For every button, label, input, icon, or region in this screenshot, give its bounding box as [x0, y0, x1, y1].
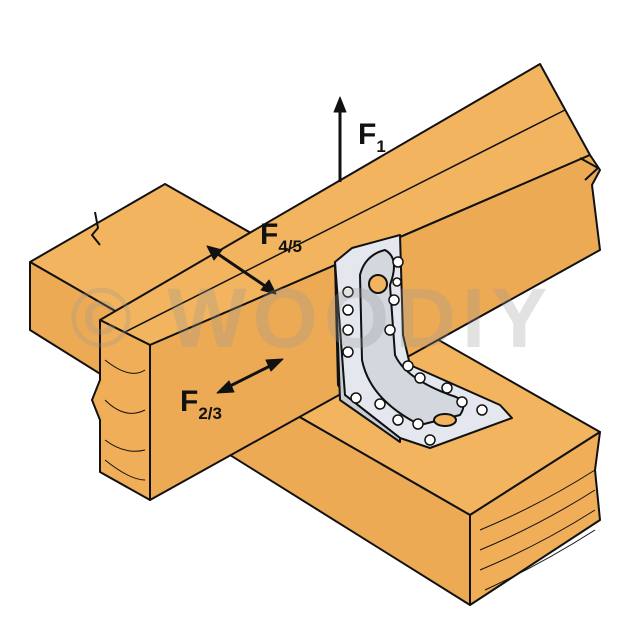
force-arrows	[206, 96, 347, 394]
arrow-f23	[225, 362, 275, 390]
force-label-f45: F4/5	[260, 218, 302, 256]
force-label-f23: F2/3	[180, 385, 222, 423]
watermark: © WOODIY	[70, 271, 554, 365]
arrow-f45	[214, 250, 269, 290]
force-label-f1: F1	[358, 118, 386, 156]
angle-bracket	[334, 234, 513, 449]
